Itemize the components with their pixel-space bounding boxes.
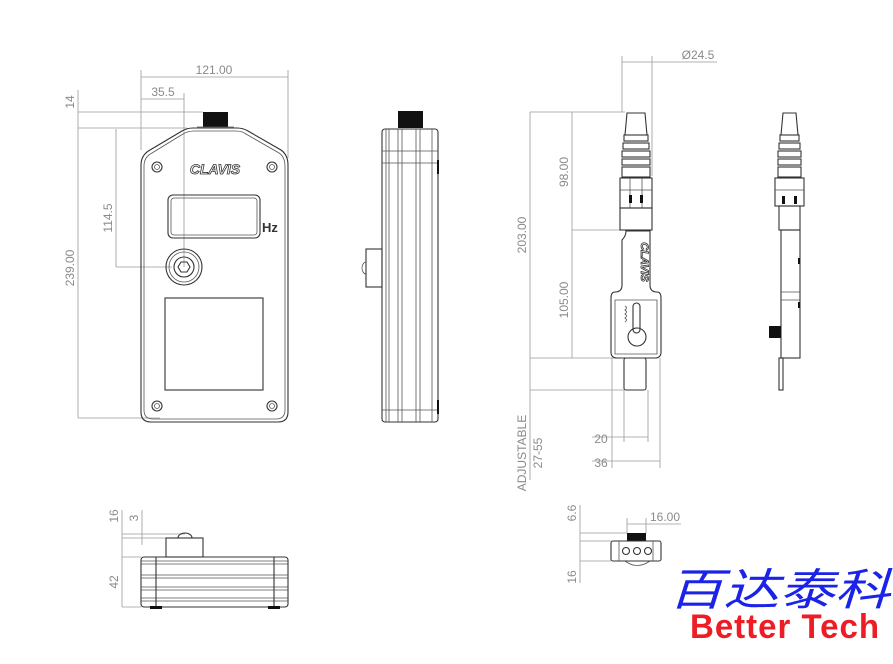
logo-english: Better Tech	[690, 608, 880, 646]
dim-height: 239.00	[63, 249, 77, 286]
knob-icon	[165, 248, 203, 286]
label-plate	[164, 297, 264, 391]
cable-strain-relief	[621, 134, 651, 178]
nut	[619, 177, 653, 209]
dim-bl-connector: 16	[107, 509, 121, 523]
dim-inner-width: 20	[594, 432, 608, 446]
sensor-side-view	[769, 112, 805, 391]
screw-icon	[266, 161, 278, 173]
sensor-bracket	[610, 230, 662, 359]
side-housing	[381, 128, 439, 423]
sensor-view: Ø24.5 203.00 98.00 105.00 ADJUSTABLE 27-…	[515, 48, 717, 491]
housing-outline	[140, 127, 289, 423]
front-view: 121.00 35.5 14 239.00 114.5 CLAVIS Hz	[63, 63, 289, 423]
screw-icon	[151, 161, 163, 173]
dim-outer-width: 36	[594, 456, 608, 470]
dim-lower: 105.00	[557, 281, 571, 318]
hz-label: Hz	[262, 220, 278, 235]
logo-chinese: 百达泰科	[668, 565, 893, 616]
connector	[203, 112, 228, 127]
screw-icon	[266, 400, 278, 412]
front-dimensions: 121.00 35.5 14 239.00 114.5	[63, 63, 289, 419]
dim-bl-dome: 3	[127, 514, 141, 521]
dim-offset: 35.5	[151, 85, 175, 99]
sensor-tab	[623, 357, 647, 391]
sensor-dimensions: Ø24.5 203.00 98.00 105.00 ADJUSTABLE 27-…	[515, 48, 717, 491]
company-logo: 百达泰科 Better Tech	[668, 565, 893, 646]
adjustable-range: 27-55	[531, 437, 545, 468]
dim-bl-thickness: 42	[107, 575, 121, 589]
sensor-bottom-view: 16.00 6.6 16	[565, 504, 681, 584]
dim-br-thickness: 16	[565, 570, 579, 584]
dim-width: 121.00	[196, 63, 233, 77]
sensor-brand-logo: CLAVIS	[638, 242, 650, 282]
dim-connector: 14	[63, 95, 77, 109]
adjustable-label: ADJUSTABLE	[515, 415, 529, 491]
brand-logo: CLAVIS	[190, 161, 241, 177]
dim-br-width: 16.00	[650, 510, 680, 524]
dim-upper: 98.00	[557, 157, 571, 187]
dim-br-connector: 6.6	[565, 504, 579, 521]
display-window	[167, 194, 261, 239]
dim-knob-height: 114.5	[101, 203, 115, 232]
side-view	[361, 111, 439, 423]
adjust-knob-icon	[627, 327, 647, 347]
dim-diameter: Ø24.5	[682, 48, 715, 62]
dim-total: 203.00	[515, 216, 529, 253]
bottom-view: 16 3 42	[107, 509, 289, 609]
screw-icon	[151, 400, 163, 412]
